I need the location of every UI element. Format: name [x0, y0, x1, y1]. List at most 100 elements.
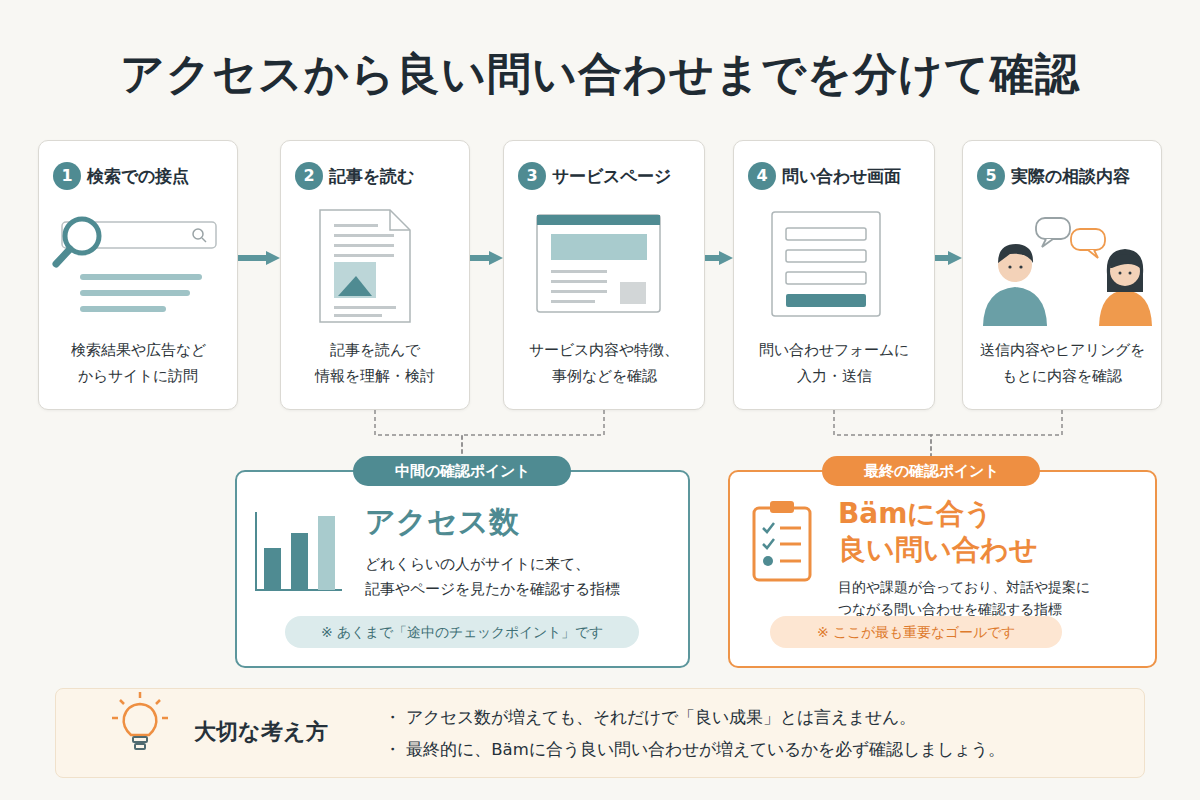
lightbulb-icon-part — [135, 744, 145, 749]
bar-chart-icon-part — [256, 512, 342, 590]
form-illustration — [772, 212, 880, 316]
step-description: サービス内容や特徴、 事例などを確認 — [510, 337, 698, 389]
search-illustration-part — [80, 306, 166, 312]
step-heading: サービスページ — [552, 162, 671, 190]
bracket-line — [375, 410, 462, 456]
document-illustration-part — [334, 234, 394, 237]
bar-chart-icon-part — [318, 516, 335, 590]
document-illustration-part — [334, 306, 396, 309]
step-heading: 検索での接点 — [87, 162, 189, 190]
step-number-label: 5 — [977, 162, 1005, 190]
form-illustration-part — [786, 294, 866, 307]
step-box: 問い合わせ画面問い合わせフォームに 入力・送信4 — [733, 140, 935, 410]
clipboard-icon-part — [770, 501, 794, 513]
bar-chart-icon-part — [264, 548, 281, 590]
document-illustration-part — [390, 210, 410, 230]
conversation-illustration-part — [1088, 250, 1098, 258]
step-number-label: 2 — [295, 162, 323, 190]
flow-arrow — [935, 255, 948, 261]
conversation-illustration-part — [1071, 229, 1105, 250]
checkpoint-pill: 中間の確認ポイント — [353, 456, 571, 486]
webpage-illustration-part — [551, 300, 595, 303]
step-number: 1 — [53, 162, 81, 190]
metric-heading: アクセス数 — [365, 502, 519, 542]
clipboard-icon-part — [754, 508, 810, 580]
search-illustration-part — [65, 219, 99, 253]
conversation-illustration-part — [1129, 272, 1132, 275]
search-illustration-part — [80, 274, 202, 280]
flow-arrow — [238, 255, 266, 261]
conversation-illustration-part — [1110, 256, 1140, 286]
metric-description: どれくらいの人がサイトに来て、 記事やページを見たかを確認する指標 — [365, 552, 675, 602]
webpage-illustration-part — [537, 215, 660, 225]
webpage-illustration-part — [551, 270, 607, 273]
clipboard-icon-part — [780, 527, 801, 530]
lightbulb-icon-part — [124, 704, 157, 735]
checkpoint-label: 最終の確認ポイント — [822, 456, 1040, 486]
document-illustration-part — [334, 224, 378, 227]
conversation-illustration-part — [1107, 249, 1143, 292]
clipboard-icon-part — [763, 539, 774, 548]
search-illustration — [56, 219, 216, 312]
step-number: 3 — [518, 162, 546, 190]
webpage-illustration — [537, 215, 660, 312]
clipboard-icon-part — [780, 560, 801, 563]
step-number-label: 4 — [748, 162, 776, 190]
key-idea-heading: 大切な考え方 — [194, 716, 328, 748]
search-illustration-part — [56, 249, 70, 264]
webpage-illustration-part — [551, 280, 607, 283]
step-heading: 記事を読む — [329, 162, 414, 190]
conversation-illustration-part — [998, 244, 1033, 263]
title: アクセスから良い問い合わせまでを分けて確認 — [0, 44, 1200, 104]
lightbulb-icon — [112, 692, 168, 749]
document-illustration-part — [334, 244, 394, 247]
conversation-illustration-part — [1110, 254, 1140, 268]
step-description: 送信内容やヒアリングを もとに内容を確認 — [969, 337, 1155, 389]
conversation-illustration-part — [1019, 265, 1022, 268]
conversation-illustration-part — [1042, 239, 1053, 247]
webpage-illustration-part — [551, 290, 607, 293]
bar-chart-icon — [256, 512, 342, 590]
step-number-label: 3 — [518, 162, 546, 190]
document-illustration-part — [334, 262, 376, 298]
form-illustration-part — [786, 228, 866, 240]
bar-chart-icon-part — [291, 533, 308, 590]
document-illustration-part — [334, 314, 382, 317]
step-box: 実際の相談内容送信内容やヒアリングを もとに内容を確認5 — [962, 140, 1162, 410]
goal-description: 目的や課題が合っており、対話や提案に つながる問い合わせを確認する指標 — [838, 576, 1143, 620]
checkpoint-pill: 最終の確認ポイント — [822, 456, 1040, 486]
document-illustration-part — [338, 276, 372, 296]
note-text: ※ ここが最も重要なゴールです — [770, 616, 1062, 648]
conversation-illustration-part — [1119, 272, 1122, 275]
checkpoint-label: 中間の確認ポイント — [353, 456, 571, 486]
lightbulb-icon-part — [156, 700, 160, 704]
lightbulb-icon-part — [133, 737, 147, 742]
goal-heading: Bämに合う 良い問い合わせ — [838, 496, 1068, 568]
lightbulb-icon-part — [162, 717, 168, 720]
step-box: 検索での接点検索結果や広告など からサイトに訪問1 — [38, 140, 238, 410]
step-description: 問い合わせフォームに 入力・送信 — [740, 337, 928, 389]
search-illustration-part — [80, 290, 190, 296]
step-number: 5 — [977, 162, 1005, 190]
metric-panel: アクセス数どれくらいの人がサイトに来て、 記事やページを見たかを確認する指標中間… — [235, 470, 690, 668]
form-illustration-part — [786, 250, 866, 262]
note-text: ※ あくまで「途中のチェックポイント」です — [285, 616, 639, 648]
conversation-illustration-part — [1008, 265, 1011, 268]
form-illustration-part — [786, 272, 866, 284]
document-illustration-part — [334, 254, 394, 257]
clipboard-icon — [754, 501, 810, 580]
key-idea-bullet: ・ アクセス数が増えても、それだけで「良い成果」とは言えません。 — [384, 705, 916, 731]
webpage-illustration-part — [537, 215, 660, 312]
conversation-illustration-part — [983, 287, 1047, 326]
form-illustration-part — [772, 212, 880, 316]
step-number: 4 — [748, 162, 776, 190]
step-box: 記事を読む記事を読んで 情報を理解・検討2 — [280, 140, 470, 410]
bracket-line — [462, 410, 604, 456]
conversation-illustration-part — [1036, 218, 1070, 239]
clipboard-icon-part — [780, 543, 801, 546]
conversation-illustration-part — [1099, 290, 1152, 326]
search-illustration-part — [193, 229, 203, 239]
document-illustration — [320, 210, 410, 322]
